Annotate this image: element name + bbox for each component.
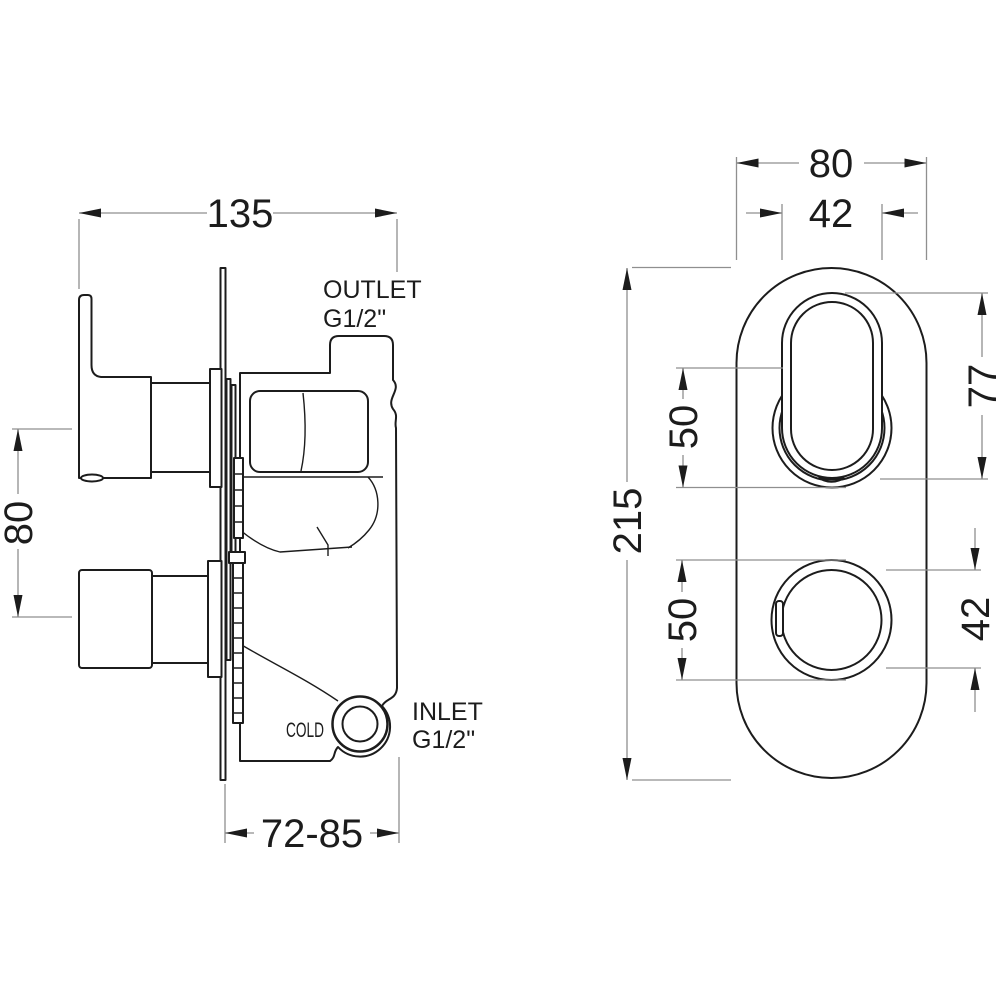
dim-lower-rosette: 50 <box>661 560 705 680</box>
bottom-handle-knob <box>78 569 153 669</box>
upper-handle-indicator <box>818 475 845 483</box>
upper-control <box>771 292 893 489</box>
dim-handle-width: 42 <box>746 192 918 236</box>
dim-upper-handle-height: 77 <box>961 293 1000 479</box>
dim-handle-spacing-side: 80 <box>0 429 41 617</box>
front-view: 80 42 215 50 50 <box>606 142 1000 781</box>
top-lever-handle <box>78 294 223 488</box>
dim-adjustable-depth: 72-85 <box>225 812 399 856</box>
lower-block-top-curve <box>239 643 339 702</box>
side-view-extension-lines <box>12 219 400 843</box>
cartridge-divider <box>300 392 306 472</box>
body-neck-curve <box>347 476 379 549</box>
dim-label-77: 77 <box>961 364 1000 409</box>
dim-label-215: 215 <box>606 488 650 555</box>
outlet-label-line1: OUTLET <box>323 276 422 304</box>
dim-lower-knob-dia: 42 <box>954 528 998 712</box>
bottom-handle-stem <box>151 575 209 664</box>
inlet-port-inner <box>341 705 379 743</box>
dim-total-depth: 135 <box>79 192 397 236</box>
lower-knob-inner <box>780 569 883 671</box>
top-handle-stem <box>150 382 211 473</box>
mid-block-detail <box>316 526 329 556</box>
lower-knob-indicator <box>775 600 784 637</box>
inlet-label-line2: G1/2" <box>412 726 475 754</box>
mid-block-top-curve <box>239 529 353 553</box>
dim-upper-rosette: 50 <box>662 368 706 488</box>
top-handle-grub-screw <box>80 473 104 483</box>
dim-plate-height: 215 <box>606 268 650 780</box>
outlet-label-line2: G1/2" <box>323 305 386 333</box>
dim-label-42-top: 42 <box>809 192 854 236</box>
dim-label-50-upper: 50 <box>662 405 706 450</box>
dim-label-72-85: 72-85 <box>261 812 363 856</box>
dim-label-80-front: 80 <box>809 142 854 186</box>
dim-label-80-side: 80 <box>0 501 41 546</box>
bottom-knob-handle <box>78 560 223 678</box>
upper-handle-inner <box>790 301 874 471</box>
side-view: 135 80 72-85 OUTLET G1/2" INLET G1/2" CO… <box>0 192 483 856</box>
top-handle-lever <box>78 294 152 479</box>
bottom-handle-flange <box>207 560 223 678</box>
cartridge-block <box>249 390 369 473</box>
dim-plate-width: 80 <box>736 142 927 186</box>
cold-port-label: COLD <box>286 719 324 742</box>
dim-label-135: 135 <box>207 192 274 236</box>
top-handle-flange <box>209 368 223 488</box>
dim-label-42-right: 42 <box>954 597 998 642</box>
lower-control <box>770 559 893 681</box>
wall-plate-edge <box>219 267 227 781</box>
inlet-label-line1: INLET <box>412 698 483 726</box>
dim-label-50-lower: 50 <box>661 598 705 643</box>
front-view-extension-lines <box>632 157 988 781</box>
